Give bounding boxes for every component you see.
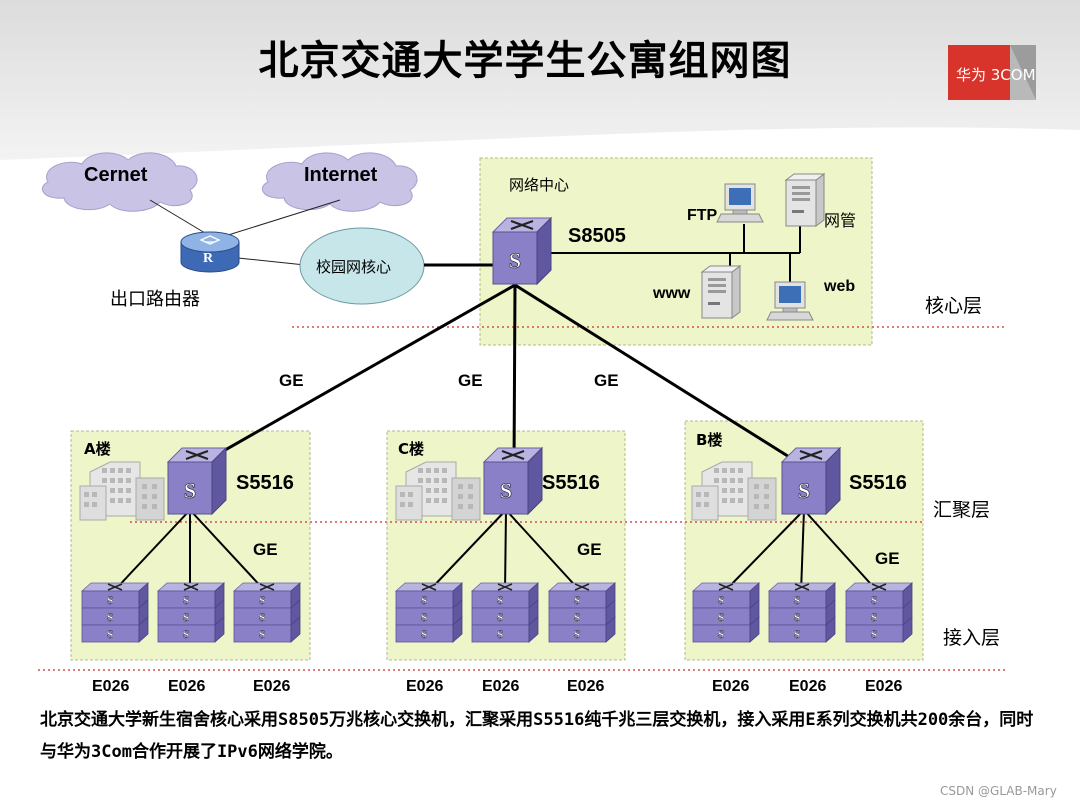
building-c-name: C楼 [398,440,425,458]
access-model-label: E026 [168,678,206,695]
downlink-label-a: GE [253,540,278,559]
access-model-label: E026 [482,678,520,695]
access-model-label: E026 [789,678,827,695]
access-switch-b2 [768,582,836,643]
watermark: CSDN @GLAB-Mary [940,784,1057,798]
web-label: web [824,278,856,295]
uplink-label: GE [279,371,304,390]
agg-switch-c-label: S5516 [542,472,600,494]
access-switch-a3 [233,582,301,643]
building-a-name: A楼 [84,440,111,458]
access-switch-c3 [548,582,616,643]
www-label: www [653,285,691,302]
caption-text: 北京交通大学新生宿舍核心采用S8505万兆核心交换机，汇聚采用S5516纯千兆三… [40,710,1034,762]
router-glyph: R [203,251,214,266]
uplink-label: GE [458,371,483,390]
mgmt-label: 网管 [824,211,857,230]
router [180,231,240,273]
internet-cloud [262,152,418,212]
cernet-label: Cernet [84,164,148,186]
access-model-label: E026 [253,678,291,695]
agg-switch-c [483,447,543,515]
ftp-label: FTP [687,207,718,224]
core-layer-label: 核心层 [925,295,983,317]
core-switch-label: S8505 [568,225,626,247]
logo-text: 华为 3COM [956,66,1036,84]
network-diagram: S S S S [38,152,1005,671]
access-switch-a2 [157,582,225,643]
internet-label: Internet [304,164,378,186]
header-band [0,0,1080,160]
agg-switch-a-label: S5516 [236,472,294,494]
downlink-label-c: GE [577,540,602,559]
building-b-name: B楼 [696,431,723,449]
access-switch-a1 [81,582,149,643]
aggregation-layer-label: 汇聚层 [933,499,991,521]
core-switch-s8505 [492,217,552,285]
access-model-label: E026 [406,678,444,695]
access-layer-label: 接入层 [943,627,1001,649]
access-switch-b3 [845,582,913,643]
downlink-label-b: GE [875,549,900,568]
agg-switch-b [781,447,841,515]
access-switch-b1 [692,582,760,643]
access-model-label: E026 [567,678,605,695]
access-switch-c2 [471,582,539,643]
router-label: 出口路由器 [110,289,200,310]
huawei-3com-logo [948,45,1036,100]
access-model-label: E026 [712,678,750,695]
www-server-icon [701,265,741,319]
access-switch-c1 [395,582,463,643]
access-model-label: E026 [865,678,903,695]
uplink-label: GE [594,371,619,390]
campus-core-label: 校园网核心 [316,258,392,276]
mgmt-server-icon [785,173,825,227]
agg-switch-a [167,447,227,515]
agg-switch-b-label: S5516 [849,472,907,494]
page-title: 北京交通大学学生公寓组网图 [258,38,792,84]
network-center-label: 网络中心 [509,176,570,194]
access-model-label: E026 [92,678,130,695]
cernet-cloud [42,152,198,212]
